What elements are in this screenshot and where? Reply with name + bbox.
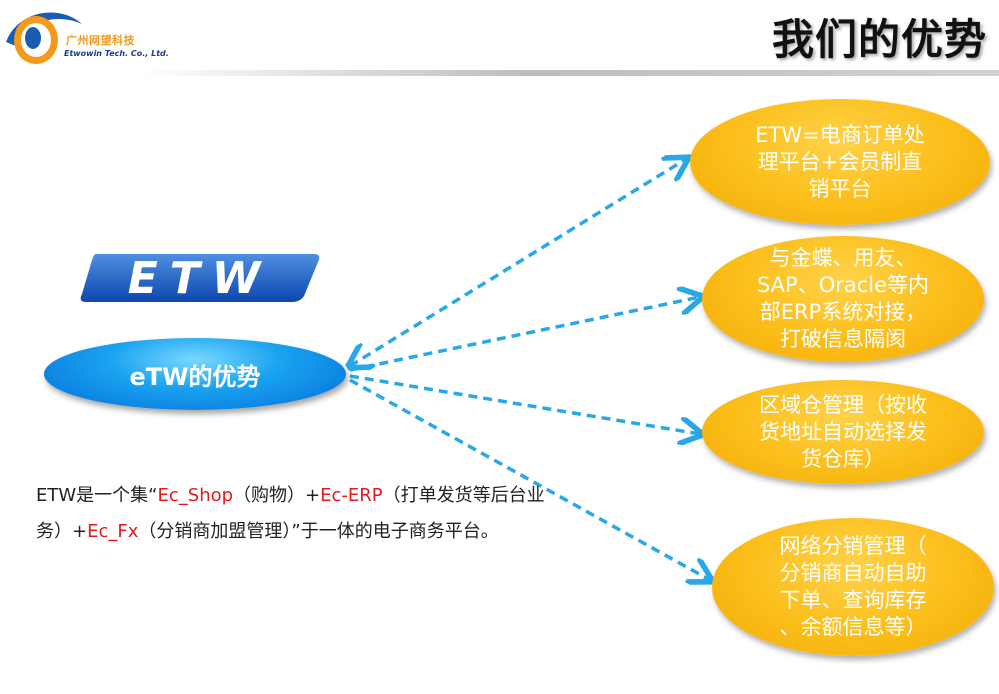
desc-highlight-ec-erp: Ec-ERP: [320, 485, 383, 506]
center-node-label: eTW的优势: [129, 362, 261, 391]
advantage-bubble-3: 区域仓管理（按收 货地址自动选择发 货仓库）: [702, 380, 984, 484]
desc-part-1: ETW是一个集“: [36, 485, 158, 506]
logo-chinese-name: 广州网望科技: [66, 34, 135, 47]
center-node: eTW的优势: [44, 338, 346, 410]
platform-description: ETW是一个集“Ec_Shop（购物）+Ec-ERP（打单发货等后台业务）+Ec…: [36, 478, 556, 550]
desc-part-3: （打单发货等后台业务）+: [36, 485, 545, 542]
etw-badge-text: ETW: [128, 253, 273, 304]
title-divider: [140, 70, 999, 76]
advantage-bubble-3-text: 区域仓管理（按收 货地址自动选择发 货仓库）: [759, 392, 927, 471]
advantage-bubble-1: ETW=电商订单处 理平台+会员制直 销平台: [690, 99, 990, 225]
arrow-to-bubble-2: [349, 297, 700, 372]
advantage-bubble-2-text: 与金蝶、用友、 SAP、Oracle等内 部ERP系统对接， 打破信息隔阂: [756, 246, 930, 351]
advantage-bubble-1-text: ETW=电商订单处 理平台+会员制直 销平台: [755, 122, 925, 201]
advantage-bubble-4-text: 网络分销管理（ 分销商自动自助 下单、查询库存 、余额信息等）: [779, 534, 927, 639]
page-title: 我们的优势: [771, 15, 987, 64]
etw-brand-badge: ETW: [78, 250, 322, 306]
desc-highlight-ec-shop: Ec_Shop: [157, 485, 234, 506]
desc-part-4: （分销商加盟管理）”于一体的电子商务平台。: [138, 521, 499, 542]
logo-english-name: Etwowin Tech. Co., Ltd.: [64, 49, 169, 58]
company-logo: 广州网望科技 Etwowin Tech. Co., Ltd.: [2, 2, 169, 72]
advantage-bubble-2: 与金蝶、用友、 SAP、Oracle等内 部ERP系统对接， 打破信息隔阂: [702, 236, 984, 362]
arrow-to-bubble-1: [350, 159, 686, 366]
advantage-bubble-4: 网络分销管理（ 分销商自动自助 下单、查询库存 、余额信息等）: [712, 518, 994, 656]
eye-logo-icon: [6, 12, 82, 64]
desc-part-2: （购物）+: [233, 485, 321, 506]
arrow-to-bubble-3: [349, 374, 700, 434]
desc-highlight-ec-fx: Ec_Fx: [87, 521, 139, 542]
